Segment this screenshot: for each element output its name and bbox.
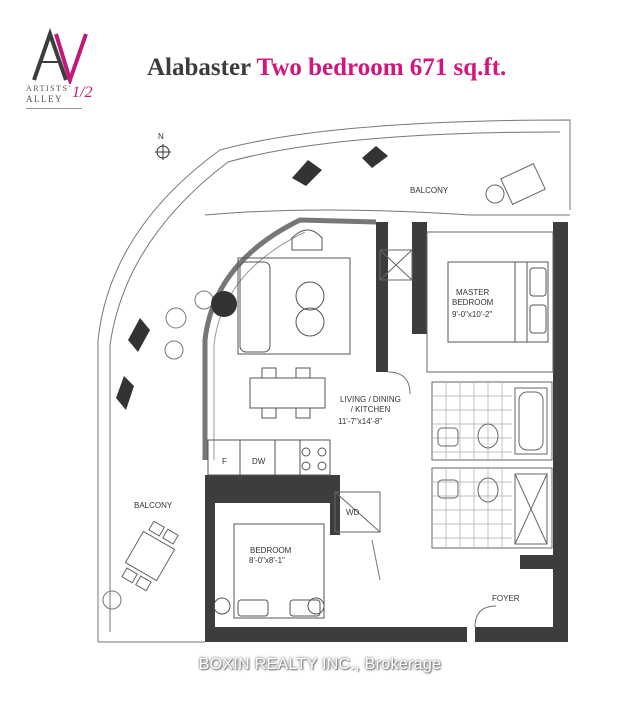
interior-walls	[334, 231, 554, 549]
master-bedroom-name: MASTER BEDROOM	[452, 288, 494, 307]
sink-icon	[437, 427, 459, 499]
balcony-tree-icon	[102, 590, 122, 610]
brand-logo: ARTISTS' ALLEY 1/2	[22, 28, 102, 128]
page-title: Alabaster Two bedroom 671 sq.ft.	[147, 54, 506, 82]
dining-table-icon	[249, 367, 326, 419]
brand-rule	[26, 108, 82, 109]
toilet-icon	[477, 423, 499, 503]
balcony-outline	[97, 119, 571, 643]
bathroom-tile-grid	[432, 382, 512, 548]
balcony-table-icon	[121, 520, 179, 592]
bathtub-icon	[514, 387, 548, 455]
living-room-name: LIVING / DINING / KITCHEN	[340, 395, 401, 414]
brokerage-watermark: BOXIN REALTY INC., Brokerage	[198, 656, 442, 673]
planter-icon	[116, 146, 388, 410]
shower-icon	[514, 473, 548, 545]
bedroom-name: BEDROOM	[250, 546, 292, 555]
kitchen-counter	[207, 439, 331, 476]
dishwasher-label: DW	[252, 457, 266, 466]
washer-dryer-label: WD	[346, 508, 360, 517]
bedroom-size: 8'-0"x8'-1"	[249, 556, 285, 565]
foyer-label: FOYER	[492, 594, 520, 603]
av-monogram-icon	[32, 28, 88, 84]
brand-line-1: ARTISTS'	[26, 84, 72, 93]
north-label: N	[158, 132, 164, 141]
brand-half: 1/2	[72, 84, 93, 101]
exterior-walls	[205, 222, 568, 642]
suite-type: Two bedroom 671 sq.ft.	[256, 54, 507, 81]
master-bedroom-size: 9'-0"x10'-2"	[452, 310, 493, 319]
window-wall	[202, 217, 377, 460]
balcony-top-label: BALCONY	[410, 186, 449, 195]
brand-line-2: ALLEY	[26, 94, 63, 104]
lamp-icon	[211, 291, 237, 317]
master-bed-icon	[447, 261, 549, 343]
balcony-left-label: BALCONY	[134, 501, 173, 510]
sofa-icon	[237, 229, 351, 355]
living-room-size: 11'-7"x14'-8"	[338, 417, 383, 426]
north-arrow-icon	[155, 144, 171, 160]
bed-icon	[213, 523, 325, 619]
balcony-chair-icon	[485, 163, 546, 205]
suite-name: Alabaster	[147, 54, 251, 81]
fridge-label: F	[222, 457, 227, 466]
door-swing	[371, 371, 497, 628]
